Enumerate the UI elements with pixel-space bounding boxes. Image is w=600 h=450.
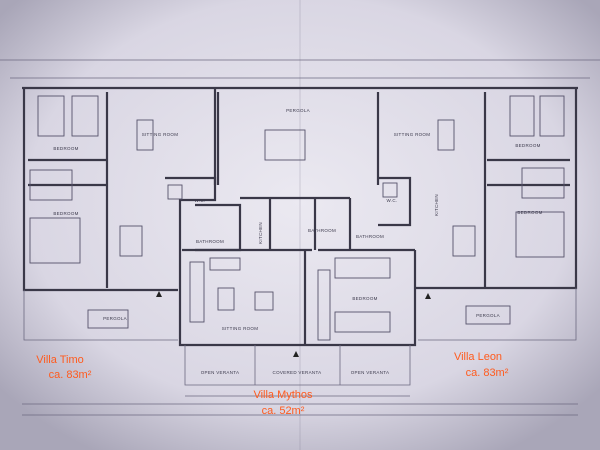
room-label-pergola-right: PERGOLA: [476, 313, 500, 318]
room-label-bedroom-3: BEDROOM: [515, 143, 540, 148]
furniture: [29, 95, 565, 341]
room-label-bedroom-2: BEDROOM: [53, 211, 78, 216]
villa-mythos-area: ca. 52m²: [262, 405, 305, 417]
villa-leon-name: Villa Leon: [454, 351, 502, 363]
walls: [22, 86, 578, 386]
room-label-bathroom-2: BATHROOM: [308, 228, 336, 233]
room-label-covered-veranta: COVERED VERANTA: [273, 370, 322, 375]
room-label-sitting-room-2: SITTING ROOM: [394, 132, 431, 137]
room-label-bedroom-5: BEDROOM: [352, 296, 377, 301]
room-label-kitchen-2: KITCHEN: [434, 194, 439, 216]
entrance-marker-right: [425, 293, 431, 299]
entrance-marker-center: [293, 351, 299, 357]
room-label-wc-2: W.C.: [387, 198, 398, 203]
room-label-wc-1: W.C.: [195, 198, 206, 203]
villa-timo-area: ca. 83m²: [49, 369, 92, 381]
room-label-kitchen-1: KITCHEN: [258, 222, 263, 244]
room-label-open-veranta-2: OPEN VERANTA: [351, 370, 390, 375]
entrance-marker-left: [156, 291, 162, 297]
room-label-bathroom-3: BATHROOM: [356, 234, 384, 239]
room-label-open-veranta-1: OPEN VERANTA: [201, 370, 240, 375]
room-label-pergola-center: PERGOLA: [286, 108, 310, 113]
room-label-bedroom-4: BEDROOM: [517, 210, 542, 215]
villa-leon-area: ca. 83m²: [466, 367, 509, 379]
villa-mythos-name: Villa Mythos: [253, 389, 313, 401]
room-label-bathroom-1: BATHROOM: [196, 239, 224, 244]
room-label-pergola-left: PERGOLA: [103, 316, 127, 321]
villa-timo-name: Villa Timo: [36, 354, 83, 366]
room-label-sitting-room-1: SITTING ROOM: [142, 132, 179, 137]
room-label-bedroom-1: BEDROOM: [53, 146, 78, 151]
room-label-sitting-room-mid: SITTING ROOM: [222, 326, 259, 331]
